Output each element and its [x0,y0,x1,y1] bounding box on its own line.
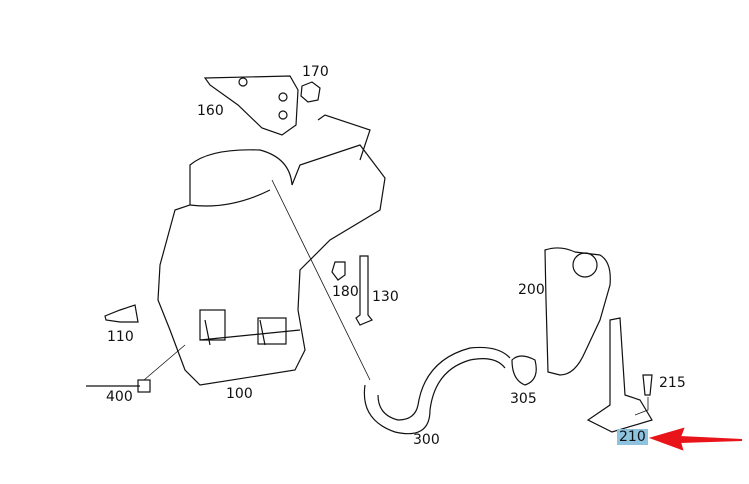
part-200-container [544,247,611,376]
part-180-bolt [331,261,346,281]
part-300-hose [363,346,511,435]
part-130-bolt [355,255,373,326]
label-180[interactable]: 180 [332,284,359,300]
part-160-bracket [203,75,299,136]
part-110-connector [104,304,139,323]
part-100-reservoir [157,144,386,386]
label-100[interactable]: 100 [226,386,253,402]
label-305[interactable]: 305 [510,391,537,407]
label-200[interactable]: 200 [518,282,545,298]
part-170-nut [300,81,321,103]
part-305-clamp [511,355,537,386]
part-210-bracket [586,317,653,433]
part-215-bolt [642,374,653,396]
label-160[interactable]: 160 [197,103,224,119]
pointer-arrow [648,427,743,451]
label-170[interactable]: 170 [302,64,329,80]
label-110[interactable]: 110 [107,329,134,345]
label-215[interactable]: 215 [659,375,686,391]
label-400[interactable]: 400 [106,389,133,405]
label-130[interactable]: 130 [372,289,399,305]
label-210-highlighted[interactable]: 210 [617,429,648,445]
label-300[interactable]: 300 [413,432,440,448]
